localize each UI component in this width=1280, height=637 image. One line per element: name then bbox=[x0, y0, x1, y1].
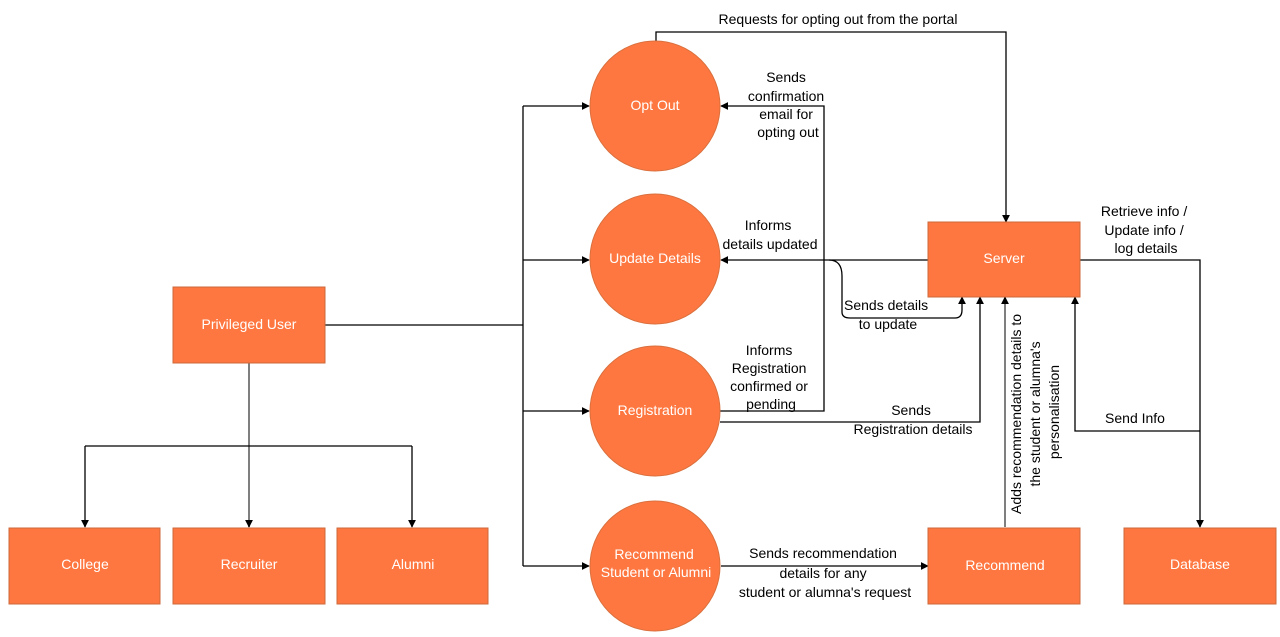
opt-out-label: Opt Out bbox=[630, 97, 679, 113]
retrieve-info-label: Retrieve info / Update info / log detail… bbox=[1101, 203, 1191, 256]
retrieve-info-line-1: Retrieve info / bbox=[1101, 203, 1187, 219]
database-box bbox=[1123, 527, 1277, 605]
sends-confirmation-line-4: opting out bbox=[757, 124, 819, 140]
confirmation-email-arrow bbox=[720, 102, 825, 412]
retrieve-info-line-2: Update info / bbox=[1104, 222, 1183, 238]
server-to-database-arrow bbox=[1080, 259, 1204, 528]
registration-to-server-arrow bbox=[720, 296, 984, 423]
sends-recommendation-label: Sends recommendation details for any stu… bbox=[739, 545, 911, 600]
recruiter-box bbox=[172, 527, 326, 605]
informs-registration-line-4: pending bbox=[746, 396, 796, 412]
server-box bbox=[927, 221, 1081, 298]
sends-registration-label: Sends Registration details bbox=[853, 402, 972, 437]
alumni-label: Alumni bbox=[392, 556, 435, 572]
sends-confirmation-label: Sends confirmation email for opting out bbox=[748, 69, 828, 140]
adds-recommendation-line-1: Adds recommendation details to bbox=[1008, 314, 1024, 514]
database-label: Database bbox=[1170, 556, 1230, 572]
sends-confirmation-line-1: Sends bbox=[766, 69, 806, 85]
adds-recommendation-line-2: the student or alumna's bbox=[1027, 341, 1043, 486]
registration-label: Registration bbox=[618, 402, 693, 418]
informs-updated-line-2: details updated bbox=[723, 236, 818, 252]
recommend-student-line-1: Recommend bbox=[614, 546, 693, 562]
registration-circle bbox=[589, 345, 721, 477]
informs-registration-line-1: Informs bbox=[746, 342, 793, 358]
adds-recommendation-label: Adds recommendation details to the stude… bbox=[1008, 310, 1062, 514]
database-to-server-arrow bbox=[1071, 296, 1200, 432]
requests-opt-out-label: Requests for opting out from the portal bbox=[719, 11, 958, 27]
sends-recommendation-line-1: Sends recommendation bbox=[749, 545, 897, 561]
send-info-label: Send Info bbox=[1105, 410, 1165, 426]
informs-registration-label: Informs Registration confirmed or pendin… bbox=[730, 342, 812, 412]
sends-details-update-label: Sends details to update bbox=[844, 297, 932, 332]
opt-out-circle bbox=[589, 40, 721, 172]
informs-registration-line-3: confirmed or bbox=[730, 378, 808, 394]
sends-recommendation-line-3: student or alumna's request bbox=[739, 584, 911, 600]
informs-registration-line-2: Registration bbox=[732, 360, 807, 376]
sends-confirmation-line-2: confirmation bbox=[748, 88, 824, 104]
alumni-box bbox=[336, 527, 489, 605]
recommend-student-line-2: Student or Alumni bbox=[601, 564, 712, 580]
informs-updated-label: Informs details updated bbox=[723, 217, 818, 252]
sends-details-update-line-1: Sends details bbox=[844, 297, 928, 313]
retrieve-info-line-3: log details bbox=[1114, 240, 1177, 256]
sends-registration-line-1: Sends bbox=[891, 402, 931, 418]
recruiter-label: Recruiter bbox=[221, 556, 278, 572]
update-to-server-arrow bbox=[828, 259, 966, 319]
sends-registration-line-2: Registration details bbox=[853, 421, 972, 437]
recommend-student-circle bbox=[589, 500, 721, 632]
update-details-label: Update Details bbox=[609, 250, 701, 266]
opt-out-to-server-arrow bbox=[655, 31, 1010, 223]
recommend-student-label: Recommend Student or Alumni bbox=[601, 546, 712, 580]
recommend-box bbox=[927, 527, 1081, 605]
college-box bbox=[8, 527, 161, 605]
sends-recommendation-line-2: details for any bbox=[779, 565, 866, 581]
server-label: Server bbox=[983, 250, 1025, 266]
college-label: College bbox=[61, 556, 109, 572]
sends-details-update-line-2: to update bbox=[859, 316, 918, 332]
adds-recommendation-line-3: personalisation bbox=[1046, 365, 1062, 459]
informs-updated-line-1: Informs bbox=[745, 217, 792, 233]
privileged-user-box bbox=[172, 286, 326, 364]
recommend-label: Recommend bbox=[965, 557, 1044, 573]
privileged-user-label: Privileged User bbox=[202, 316, 297, 332]
sends-confirmation-line-3: email for bbox=[759, 106, 813, 122]
update-details-circle bbox=[589, 193, 721, 325]
